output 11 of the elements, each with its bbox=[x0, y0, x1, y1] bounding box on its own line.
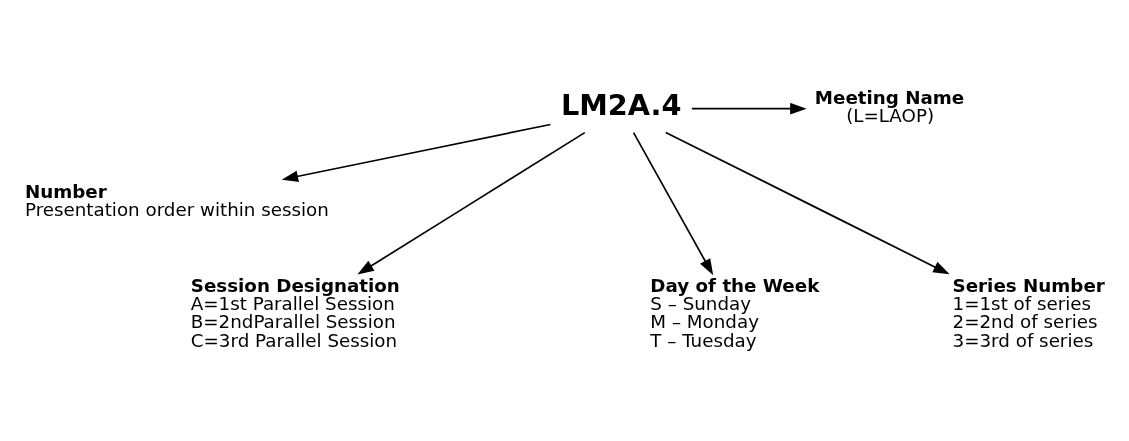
node-text: LM2A.4 bbox=[560, 87, 682, 122]
arrow bbox=[281, 123, 552, 182]
node-text: Session Designation A=1st Parallel Session B=2ndParallel Session C=3rd Parallel Session bbox=[190, 274, 400, 351]
arrow bbox=[691, 102, 807, 114]
arrow bbox=[357, 131, 586, 274]
node-text: Meeting Name (L=LAOP) bbox=[814, 86, 965, 126]
node-text: Number Presentation order within session bbox=[24, 180, 329, 220]
arrow bbox=[664, 131, 950, 274]
arrow bbox=[632, 131, 714, 275]
node-text: Day of the Week S – Sunday M – Monday T – Tuesday bbox=[650, 274, 820, 351]
node-text: Series Number 1=1st of series 2=2nd of series 3=3rd of series bbox=[952, 274, 1105, 351]
